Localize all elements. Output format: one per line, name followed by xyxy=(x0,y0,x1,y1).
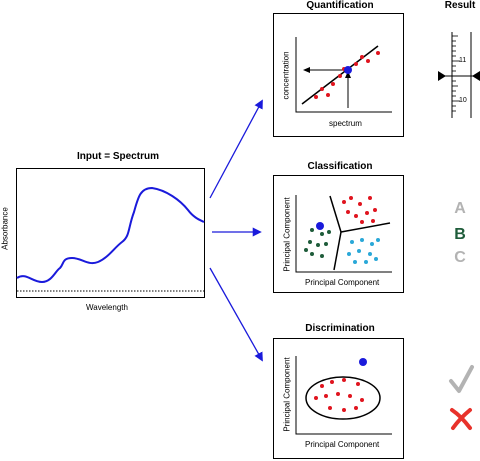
arrow-to-quantification xyxy=(209,99,263,199)
quantification-title: Quantification xyxy=(306,0,374,11)
discrimination-title: Discrimination xyxy=(305,323,375,334)
classification-xlabel: Principal Component xyxy=(305,278,380,287)
class-label-c: C xyxy=(454,249,466,266)
class-label-b: B xyxy=(454,226,466,243)
result-title: Result xyxy=(444,0,476,11)
spectrum-curve xyxy=(16,186,205,284)
discrimination-box xyxy=(273,338,404,459)
classification-title: Classification xyxy=(307,161,373,172)
ruler-label-11: 11 xyxy=(459,57,467,64)
discrimination-xlabel: Principal Component xyxy=(305,440,380,449)
input-xlabel: Wavelength xyxy=(86,303,128,312)
arrow-to-discrimination xyxy=(209,267,263,362)
quantification-xlabel: spectrum xyxy=(329,119,362,128)
classification-box xyxy=(273,175,404,293)
class-label-a: A xyxy=(454,200,466,217)
input-title: Input = Spectrum xyxy=(77,151,159,162)
input-spectrum-box xyxy=(16,168,205,298)
ruler-label-10: 10 xyxy=(459,97,467,104)
